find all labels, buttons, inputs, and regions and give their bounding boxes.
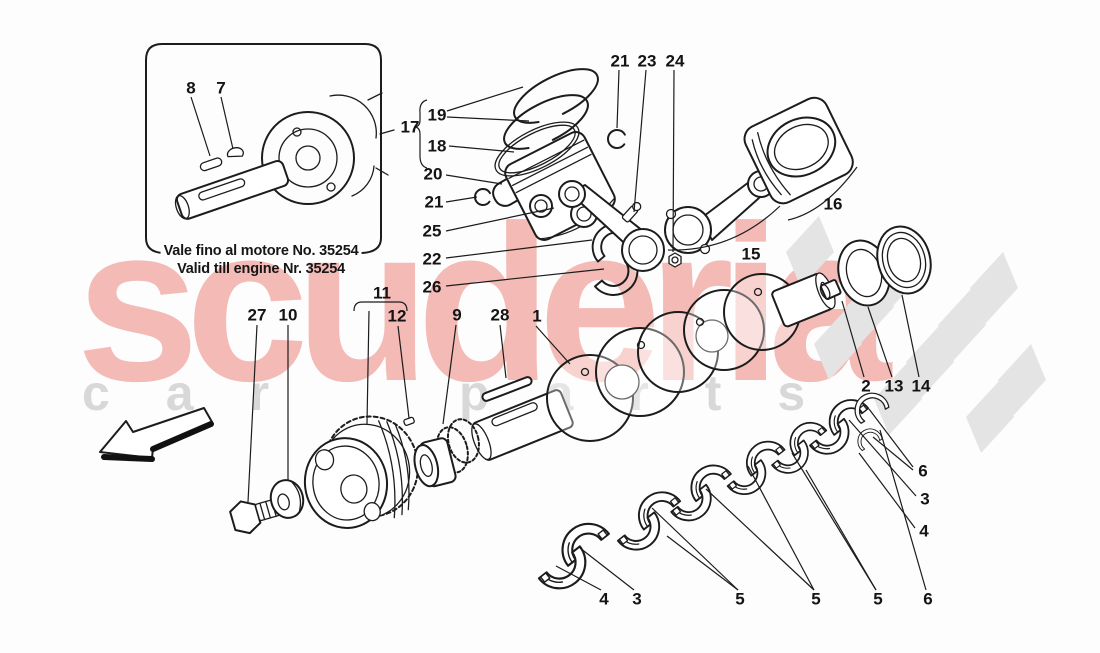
connecting-rod: [558, 180, 665, 272]
part-callout-4: 4: [599, 589, 609, 609]
timing-sprocket: [413, 418, 480, 488]
pilot-bushing: [819, 279, 842, 301]
part-callout-28: 28: [490, 305, 510, 325]
part-callout-3: 3: [632, 589, 642, 609]
pulley-key: [403, 416, 415, 426]
part-callout-21: 21: [424, 192, 444, 212]
part-callout-10: 10: [278, 305, 298, 325]
oil-ring: [494, 121, 580, 177]
part-callout-2: 2: [861, 376, 871, 396]
part-callout-5: 5: [873, 589, 883, 609]
part-callout-25: 25: [422, 221, 442, 241]
checkered-flag-watermark: [786, 216, 1046, 453]
part-callout-7: 7: [216, 78, 226, 98]
part-callout-8: 8: [186, 78, 196, 98]
part-callout-5: 5: [735, 589, 745, 609]
part-callout-23: 23: [637, 51, 657, 71]
part-callout-5: 5: [811, 589, 821, 609]
rod-nut: [668, 252, 682, 268]
washer: [269, 479, 305, 519]
piston-rings: [494, 68, 599, 177]
crankshaft-key: [481, 376, 533, 402]
part-callout-4: 4: [919, 521, 929, 541]
crankshaft-pulley: [303, 415, 419, 529]
part-callout-16: 16: [823, 194, 843, 214]
inset-key-7: [226, 147, 244, 158]
part-callout-1: 1: [532, 306, 542, 326]
part-callout-17: 17: [400, 117, 420, 137]
part-callout-20: 20: [423, 164, 443, 184]
inset-key-8: [199, 157, 223, 172]
part-callout-24: 24: [665, 51, 685, 71]
part-callout-3: 3: [920, 489, 930, 509]
part-callout-6: 6: [918, 461, 928, 481]
part-callout-27: 27: [247, 305, 267, 325]
part-callout-15: 15: [741, 244, 761, 264]
inset-note-italian: Vale fino al motore No. 35254: [160, 243, 362, 259]
connecting-rod-15: [664, 170, 775, 255]
crankshaft: [471, 272, 836, 461]
part-callout-6: 6: [923, 589, 933, 609]
part-callout-26: 26: [422, 277, 442, 297]
leader-lines: [247, 69, 927, 591]
part-callout-22: 22: [422, 249, 442, 269]
inset-crankshaft-drawing: [174, 92, 395, 220]
part-callout-19: 19: [427, 105, 447, 125]
rod-bolt: [621, 201, 642, 223]
piston-16: [743, 96, 854, 205]
part-callout-21: 21: [610, 51, 630, 71]
part-callout-13: 13: [884, 376, 904, 396]
part-callout-14: 14: [911, 376, 931, 396]
direction-arrow-icon: [99, 407, 214, 462]
part-callout-9: 9: [452, 305, 462, 325]
part-callout-12: 12: [387, 306, 407, 326]
part-callout-11: 11: [373, 283, 391, 303]
part-callout-18: 18: [427, 136, 447, 156]
seal-ring-14: [876, 225, 932, 295]
inset-note-english: Valid till engine Nr. 35254: [177, 261, 345, 277]
